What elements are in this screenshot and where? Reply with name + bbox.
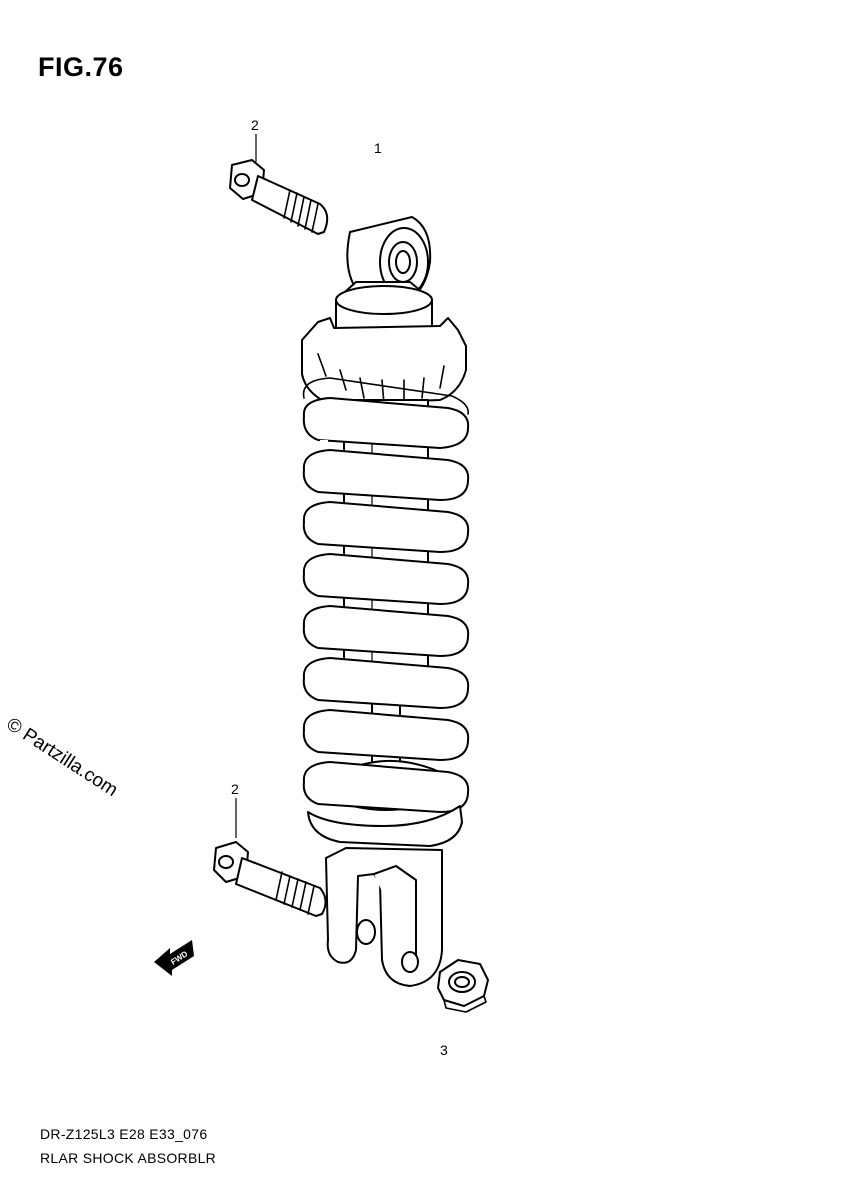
model-code: DR-Z125L3 E28 E33_076 [40,1126,208,1142]
coil-spring [302,377,470,813]
callout-2-upper: 2 [251,117,259,133]
top-collar [301,281,467,405]
upper-bolt [229,159,329,235]
callout-3: 3 [440,1042,448,1058]
front-direction-arrow-icon: FWD [154,940,194,976]
bottom-clevis [325,847,443,987]
callout-2-lower: 2 [231,781,239,797]
lower-bolt [213,841,327,917]
nut [437,959,489,1013]
figure-title: FIG.76 [38,52,124,82]
lower-spring-seat [307,805,463,847]
figure-subtitle: RLAR SHOCK ABSORBLR [40,1150,217,1166]
top-eye-mount [346,216,432,301]
callout-1: 1 [374,140,382,156]
